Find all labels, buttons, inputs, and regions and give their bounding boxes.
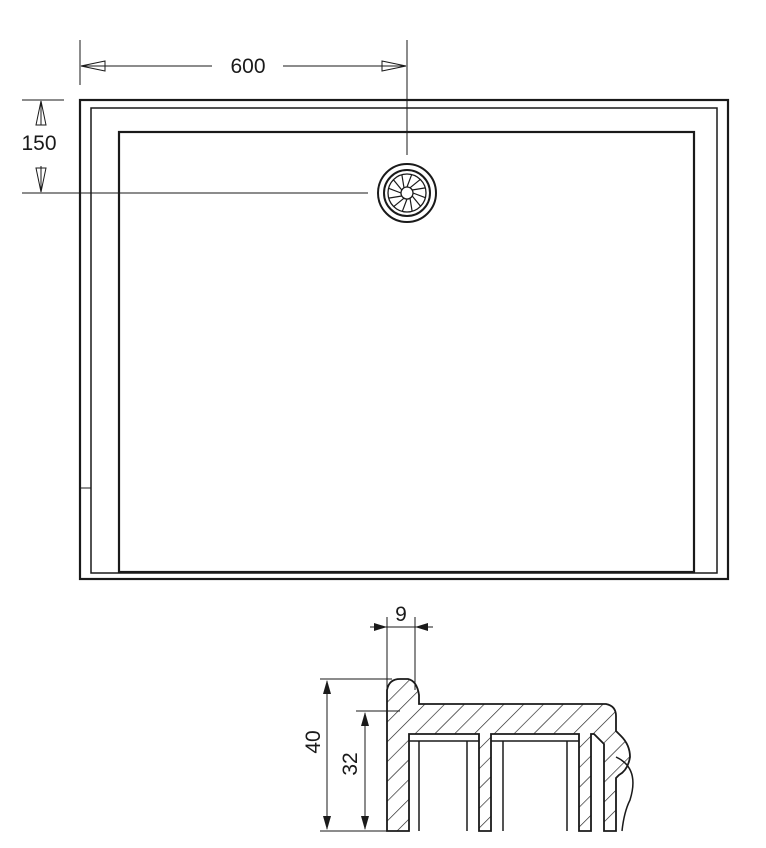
plan-view <box>78 98 730 581</box>
dimension-32: 32 <box>339 710 400 830</box>
section-view <box>386 678 634 832</box>
dimension-40-label: 40 <box>302 730 325 753</box>
tray-basin-edge <box>117 130 696 574</box>
dimension-9: 9 <box>370 603 433 690</box>
dimension-150-label: 150 <box>21 132 56 155</box>
dimension-32-label: 32 <box>339 752 362 775</box>
drain-grate-icon <box>377 163 437 223</box>
section-profile <box>386 678 631 832</box>
dimension-600: 600 <box>79 40 408 155</box>
tray-rim-edge <box>90 107 718 574</box>
dimension-150: 150 <box>21 99 368 194</box>
dimension-40: 40 <box>302 678 392 832</box>
dimension-600-label: 600 <box>230 55 265 78</box>
tray-outer-edge <box>78 98 730 581</box>
dimension-9-label: 9 <box>395 603 407 626</box>
